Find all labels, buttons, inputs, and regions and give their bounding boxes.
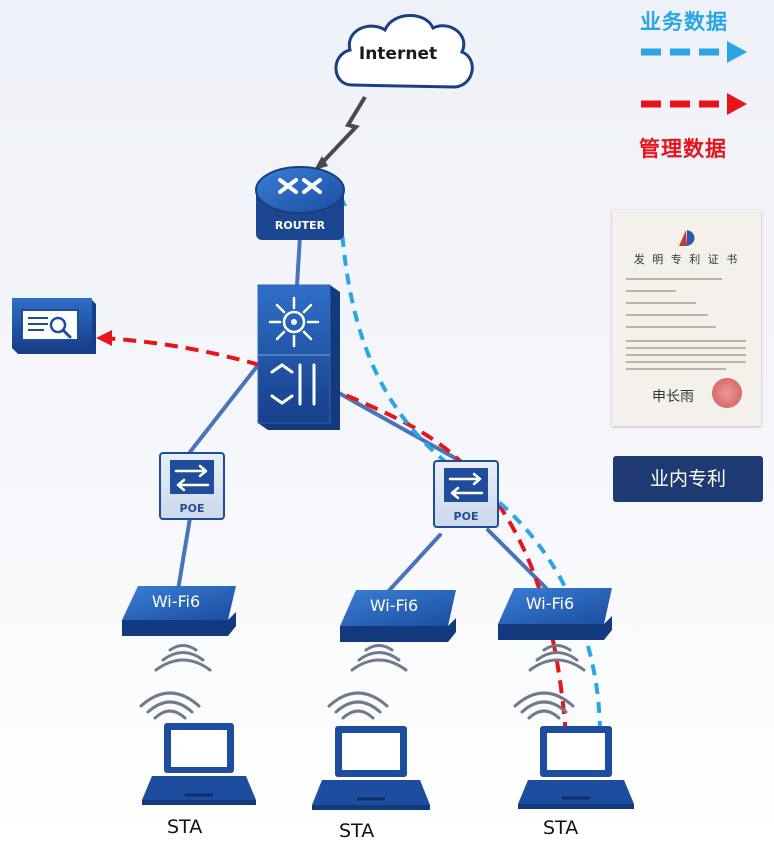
sta-label: STA [167,816,203,838]
ap3-label: Wi-Fi6 [526,594,574,613]
network-links [176,234,550,597]
wifi-signal-icon [154,644,212,672]
poe-right-label: POE [454,510,479,523]
internet-cloud: Internet [334,14,474,89]
poe-left-label: POE [180,502,205,515]
link-core-poe-left [188,358,264,454]
lightning-tip [314,156,328,170]
monitor-icon [12,298,96,354]
poe-switch-left: POE [159,452,225,520]
certificate-logo-icon [679,230,695,246]
link-router-core [295,234,302,287]
ap1-label: Wi-Fi6 [152,592,200,611]
legend-business-arrow [641,41,747,63]
certificate-signature: 申长雨 [652,389,694,405]
link-poe-right-ap2 [383,533,442,597]
legend-management-arrow [641,93,747,115]
legend-management-title: 管理数据 [639,137,727,161]
access-point-2: Wi-Fi6 [340,590,456,642]
laptop-icon [312,726,430,810]
patent-certificate-image: 发 明 专 利 证 书 申长雨 [612,210,761,426]
wifi-signal-icon [327,691,389,720]
cloud-icon [334,14,474,89]
laptop-icon [142,723,256,805]
patent-badge: 业内专利 [613,456,763,502]
certificate-seal [712,378,742,408]
wifi-signal-icon [350,644,408,672]
internet-label: Internet [359,44,437,64]
lightning-icon [318,95,367,167]
ap2-label: Wi-Fi6 [370,596,418,615]
certificate-title: 发 明 专 利 证 书 [633,253,740,266]
router-label: ROUTER [275,219,326,232]
poe-switch-right: POE [433,460,499,528]
sta-label: STA [543,817,579,839]
wifi-signal-icon [139,691,201,720]
router-icon: ROUTER [255,166,345,240]
access-point-3: Wi-Fi6 [498,588,612,640]
link-poe-left-ap1 [176,516,192,592]
laptop-icon [518,726,634,809]
management-flow-arrowhead [96,330,112,346]
link-poe-right-ap3 [486,528,550,592]
sta-label: STA [339,820,375,842]
access-point-1: Wi-Fi6 [122,586,236,636]
wifi-signal-icon [513,691,575,720]
wifi-signal-icons [139,644,586,720]
wifi-signal-icon [528,644,586,672]
core-switch-icon [257,284,340,430]
legend-business-title: 业务数据 [640,10,728,34]
